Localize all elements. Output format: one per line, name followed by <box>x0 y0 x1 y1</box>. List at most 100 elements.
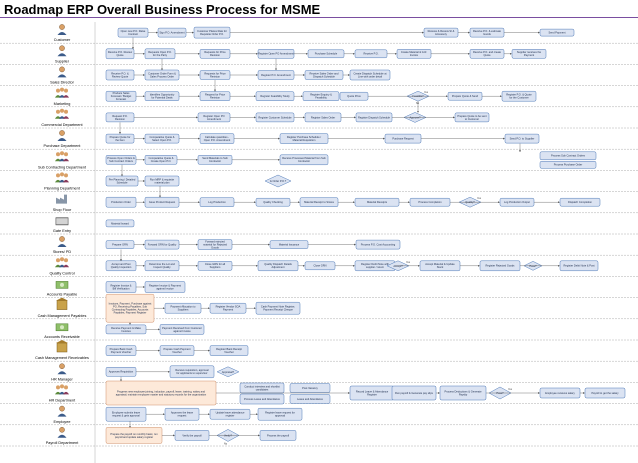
process-box[interactable]: Create Material & G.R.Invoice <box>396 49 432 59</box>
process-box[interactable]: Verify the payroll <box>174 430 210 441</box>
process-box[interactable]: Approves Requisition <box>105 367 137 377</box>
process-box[interactable]: Cash Payment Note Register,Payment Recei… <box>255 301 301 315</box>
process-box[interactable]: Material Issuance <box>269 240 309 249</box>
process-box[interactable]: Register Invoice &Bill Verification <box>105 281 137 293</box>
process-box[interactable]: Process P.O. Cost Accounting <box>355 239 401 250</box>
process-box[interactable]: Receive P.O. <box>354 49 388 59</box>
process-box[interactable]: Register Feasibility Study <box>255 91 295 101</box>
process-box[interactable]: Material Inward <box>105 219 135 228</box>
process-box[interactable]: Register Rejected Goods <box>479 260 521 272</box>
process-box[interactable]: Employee receives salary <box>539 387 581 399</box>
process-box[interactable]: Leave and Attendance <box>289 394 331 404</box>
process-box[interactable]: Material Receipts <box>354 197 400 207</box>
process-box[interactable]: Customer Order Form &Sales Process Order <box>144 69 180 81</box>
process-box[interactable]: Material Receipt to Stores <box>299 197 339 207</box>
process-box[interactable]: Sign P.O. Amendment <box>157 27 187 38</box>
process-box[interactable]: Prepare Quote & Send <box>447 91 483 101</box>
process-box[interactable]: Register Dispatch Schedule <box>355 112 393 123</box>
process-box[interactable]: Process Sub Contract Orders <box>539 151 597 161</box>
process-box[interactable]: Post Vacancy <box>289 383 331 393</box>
process-box[interactable]: Quality Checking <box>255 197 291 207</box>
process-box[interactable]: Process Purchase Order <box>539 161 597 169</box>
process-box[interactable]: Comparative Quote &Create Open P.O. <box>144 155 178 165</box>
process-box[interactable]: Register P.O. Amendment <box>257 70 295 80</box>
decision-diamond[interactable]: Is Order P.O.? <box>264 174 292 188</box>
process-box[interactable]: Send P.O. to Supplier <box>504 133 540 144</box>
process-box[interactable]: Request P.O.Revision <box>105 112 135 123</box>
process-box[interactable]: Receive P.O. &Review Quote <box>105 69 135 81</box>
process-box[interactable]: Requests Open P.O.for the Party <box>144 48 176 60</box>
process-box[interactable]: Receive & Review SI &Accessory <box>423 27 459 38</box>
process-box[interactable]: Purchase Request <box>384 133 422 144</box>
process-box[interactable]: Payroll to get the salary <box>584 387 626 399</box>
process-box[interactable]: Purchase Schedule <box>307 49 345 59</box>
process-box[interactable]: Process Leave and Attendance <box>239 393 285 405</box>
process-box[interactable]: Register Customer Schedule <box>255 112 295 123</box>
process-box[interactable]: Process Completion <box>409 197 451 207</box>
process-box[interactable]: Register Debit Note & Post <box>559 260 599 272</box>
process-box[interactable]: Quote Price <box>339 91 369 101</box>
process-box[interactable]: Prepare the payroll on monthly basis; ru… <box>105 427 163 444</box>
process-box[interactable]: Process Open Orders &Sub Contract Orders <box>105 155 137 165</box>
process-box[interactable]: Send Payment <box>539 28 575 37</box>
process-box[interactable]: Log Production <box>199 197 235 207</box>
process-box[interactable]: Register Purchase Schedule /Material Req… <box>279 133 329 144</box>
process-box[interactable]: Comparative Quote &Select Open P.O. <box>144 133 180 144</box>
process-box[interactable]: Progress new employee joining, induction… <box>105 380 217 406</box>
process-box[interactable]: Prepare GRN <box>105 240 135 249</box>
process-box[interactable]: Issue Product Request <box>144 196 180 208</box>
process-box[interactable]: Close GRN <box>304 261 336 271</box>
process-box[interactable]: Register Enquiry &Feasibility <box>302 91 340 101</box>
process-box[interactable]: Production Order <box>105 196 137 208</box>
process-box[interactable]: Log Production Output <box>499 197 535 207</box>
decision-diamond[interactable]: Appraisal? <box>216 366 240 378</box>
process-box[interactable]: Calculate quantities -Open P.O. Amendmen… <box>199 133 235 144</box>
process-box[interactable]: Run payroll & Generate pay slips <box>391 385 437 401</box>
process-box[interactable]: Forward GRN for Quality <box>144 239 180 250</box>
